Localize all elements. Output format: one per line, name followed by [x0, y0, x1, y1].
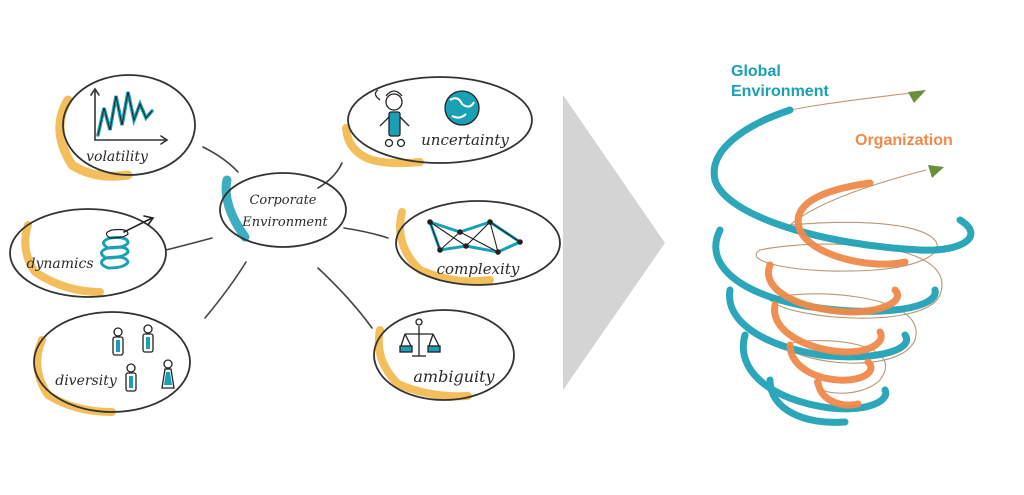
spiral-illustration — [710, 90, 975, 426]
center-node: Corporate Environment — [219, 172, 347, 248]
connector-uncertainty — [317, 162, 343, 189]
org-arrow-head-icon — [928, 165, 944, 178]
connector-dynamics — [165, 237, 213, 251]
connectors — [165, 146, 389, 329]
node-diversity: diversity — [33, 311, 191, 416]
network-graph-icon — [427, 219, 524, 255]
node-label-diversity: diversity — [55, 373, 118, 389]
chevron-right-icon — [563, 95, 665, 390]
organization-label: Organization — [855, 132, 953, 149]
node-label-dynamics: dynamics — [26, 256, 93, 272]
node-dynamics: dynamics — [9, 208, 167, 298]
connector-volatility — [202, 146, 239, 173]
center-label-line2: Environment — [241, 215, 328, 230]
node-complexity: complexity — [395, 200, 561, 286]
global-arrow-head-icon — [908, 90, 926, 103]
node-uncertainty: uncertainty — [342, 76, 533, 168]
node-label-volatility: volatility — [86, 149, 149, 165]
connector-complexity — [343, 227, 389, 239]
global-environment-label-line2: Environment — [731, 83, 829, 100]
node-volatility: volatility — [55, 74, 196, 181]
global-environment-label-line1: Global — [731, 63, 781, 80]
spiral-arrow-icon — [100, 215, 155, 270]
connector-diversity — [204, 261, 247, 319]
node-label-uncertainty: uncertainty — [421, 131, 509, 149]
balance-scale-icon — [399, 318, 441, 357]
node-label-ambiguity: ambiguity — [413, 367, 495, 386]
people-figures-icon — [112, 324, 175, 392]
confused-person-globe-icon — [374, 89, 480, 148]
center-label-line1: Corporate — [249, 193, 316, 208]
zigzag-chart-icon — [90, 87, 169, 145]
node-ambiguity: ambiguity — [373, 309, 515, 401]
connector-ambiguity — [317, 267, 373, 329]
node-label-complexity: complexity — [437, 260, 520, 278]
